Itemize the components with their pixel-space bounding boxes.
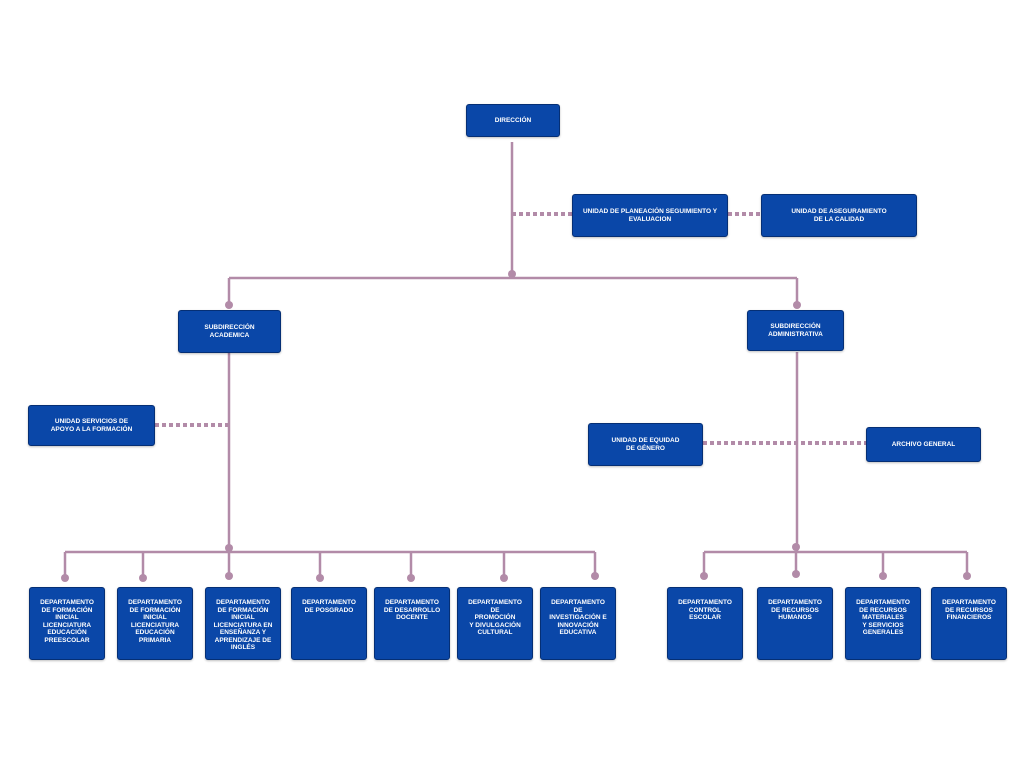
node-unidad-planeacion: UNIDAD DE PLANEACIÓN SEGUIMIENTO Y EVALU… xyxy=(572,194,728,237)
node-dept-promocion-cultural: DEPARTAMENTO DE PROMOCIÓN Y DIVULGACIÓN … xyxy=(457,587,533,660)
node-dept-control-escolar: DEPARTAMENTO CONTROL ESCOLAR xyxy=(667,587,743,660)
junction-dot xyxy=(793,301,801,309)
junction-dot xyxy=(316,574,324,582)
junction-dot xyxy=(139,574,147,582)
junction-dot xyxy=(879,572,887,580)
node-unidad-aseguramiento: UNIDAD DE ASEGURAMIENTO DE LA CALIDAD xyxy=(761,194,917,237)
junction-dot xyxy=(792,543,800,551)
node-archivo-general: ARCHIVO GENERAL xyxy=(866,427,981,462)
node-dept-primaria: DEPARTAMENTO DE FORMACIÓN INICIAL LICENC… xyxy=(117,587,193,660)
junction-dot xyxy=(225,544,233,552)
junction-dot xyxy=(963,572,971,580)
junction-dot xyxy=(225,301,233,309)
junction-dot xyxy=(792,570,800,578)
node-dept-desarrollo-docente: DEPARTAMENTO DE DESARROLLO DOCENTE xyxy=(374,587,450,660)
node-unidad-servicios-apoyo: UNIDAD SERVICIOS DE APOYO A LA FORMACIÓN xyxy=(28,405,155,446)
node-dept-ingles: DEPARTAMENTO DE FORMACIÓN INICIAL LICENC… xyxy=(205,587,281,660)
node-direccion: DIRECCIÓN xyxy=(466,104,560,137)
junction-dot xyxy=(500,574,508,582)
junction-dot xyxy=(700,572,708,580)
junction-dot xyxy=(591,572,599,580)
node-dept-preescolar: DEPARTAMENTO DE FORMACIÓN INICIAL LICENC… xyxy=(29,587,105,660)
node-subdireccion-academica: SUBDIRECCIÓN ACADEMICA xyxy=(178,310,281,353)
junction-dot xyxy=(508,270,516,278)
node-dept-recursos-humanos: DEPARTAMENTO DE RECURSOS HUMANOS xyxy=(757,587,833,660)
node-subdireccion-administrativa: SUBDIRECCIÓN ADMINISTRATIVA xyxy=(747,310,844,351)
node-unidad-equidad-genero: UNIDAD DE EQUIDAD DE GÉNERO xyxy=(588,423,703,466)
junction-dot xyxy=(61,574,69,582)
node-dept-recursos-materiales: DEPARTAMENTO DE RECURSOS MATERIALES Y SE… xyxy=(845,587,921,660)
junction-dot xyxy=(225,572,233,580)
node-dept-posgrado: DEPARTAMENTO DE POSGRADO xyxy=(291,587,367,660)
junction-dot xyxy=(407,574,415,582)
node-dept-investigacion: DEPARTAMENTO DE INVESTIGACIÓN E INNOVACI… xyxy=(540,587,616,660)
node-dept-recursos-financieros: DEPARTAMENTO DE RECURSOS FINANCIEROS xyxy=(931,587,1007,660)
